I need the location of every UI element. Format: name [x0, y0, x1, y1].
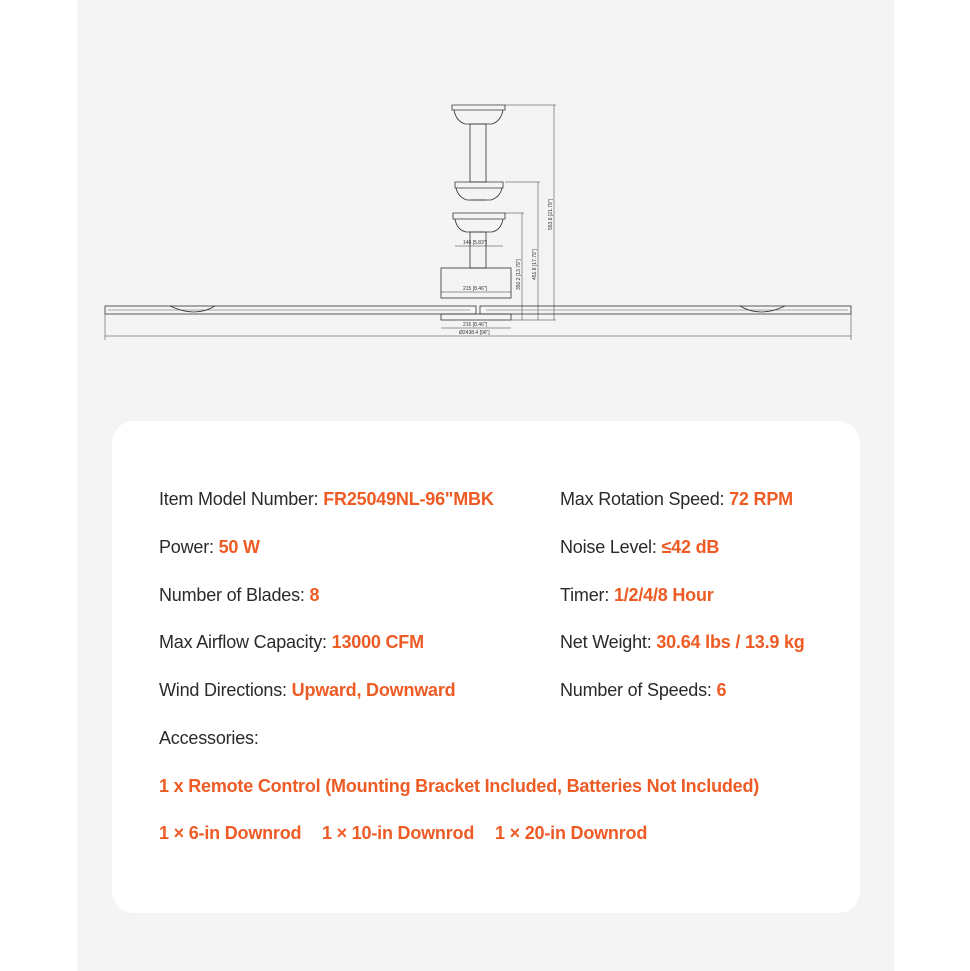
accessory-downrod-10in: 1 × 10-in Downrod [322, 823, 475, 843]
spec-label: Noise Level: [560, 537, 662, 557]
spec-value: 30.64 lbs / 13.9 kg [656, 632, 805, 652]
motor-body [440, 267, 512, 299]
spec-label: Power: [159, 537, 219, 557]
spec-label: Number of Speeds: [560, 680, 717, 700]
spec-label: Timer: [560, 585, 614, 605]
spec-max-airflow: Max Airflow Capacity: 13000 CFM [159, 632, 424, 653]
spec-power: Power: 50 W [159, 537, 260, 558]
spec-value: 50 W [218, 537, 260, 557]
spec-model-number: Item Model Number: FR25049NL-96"MBK [159, 489, 494, 510]
spec-value: 8 [309, 585, 320, 605]
spec-number-of-speeds: Number of Speeds: 6 [560, 680, 726, 701]
spec-number-of-blades: Number of Blades: 8 [159, 585, 319, 606]
spec-value: 6 [716, 680, 727, 700]
fan-blade-right [479, 305, 852, 315]
dim-motor-width: 215 [8.46"] [463, 322, 488, 328]
spec-timer: Timer: 1/2/4/8 Hour [560, 585, 714, 606]
spec-value: 1/2/4/8 Hour [613, 585, 714, 605]
accessory-downrod-20in: 1 × 20-in Downrod [495, 823, 648, 843]
spec-max-rotation-speed: Max Rotation Speed: 72 RPM [560, 489, 793, 510]
dim-height-tall: 553.8 [21.79"] [548, 198, 554, 230]
motor-bottom [440, 313, 512, 321]
fan-dimension-drawing: 146 [5.83"] 215 [8.46"] 215 [8.46"] Ø243… [104, 104, 852, 340]
spec-value: Upward, Downward [291, 680, 456, 700]
spec-value: ≤42 dB [661, 537, 720, 557]
spec-value: 72 RPM [729, 489, 793, 509]
spec-label: Max Airflow Capacity: [159, 632, 332, 652]
spec-noise-level: Noise Level: ≤42 dB [560, 537, 719, 558]
spec-wind-directions: Wind Directions: Upward, Downward [159, 680, 456, 701]
accessories-label: Accessories: [159, 728, 259, 748]
dim-fan-body-width: 146 [5.83"] [463, 240, 488, 246]
spec-label: Number of Blades: [159, 585, 310, 605]
ceiling-canopy [451, 104, 506, 111]
downrod [469, 123, 487, 183]
dim-housing-width: 215 [8.46"] [463, 286, 488, 292]
motor-housing-top [452, 212, 506, 220]
spec-value: 13000 CFM [331, 632, 424, 652]
spec-net-weight: Net Weight: 30.64 lbs / 13.9 kg [560, 632, 805, 653]
spec-label: Item Model Number: [159, 489, 324, 509]
specifications-card [112, 421, 860, 913]
dim-total-span: Ø2438.4 [96"] [459, 330, 490, 336]
dim-height-short: 350.2 [13.79"] [516, 258, 522, 290]
fan-blade-left [104, 305, 477, 315]
spec-label: Net Weight: [560, 632, 657, 652]
dim-height-mid: 451.8 [17.79"] [532, 248, 538, 280]
spec-label: Max Rotation Speed: [560, 489, 730, 509]
accessory-remote-control: 1 x Remote Control (Mounting Bracket Inc… [159, 776, 760, 796]
downrod-coupler [454, 181, 504, 189]
spec-value: FR25049NL-96"MBK [323, 489, 494, 509]
accessory-downrod-6in: 1 × 6-in Downrod [159, 823, 302, 843]
spec-label: Wind Directions: [159, 680, 292, 700]
